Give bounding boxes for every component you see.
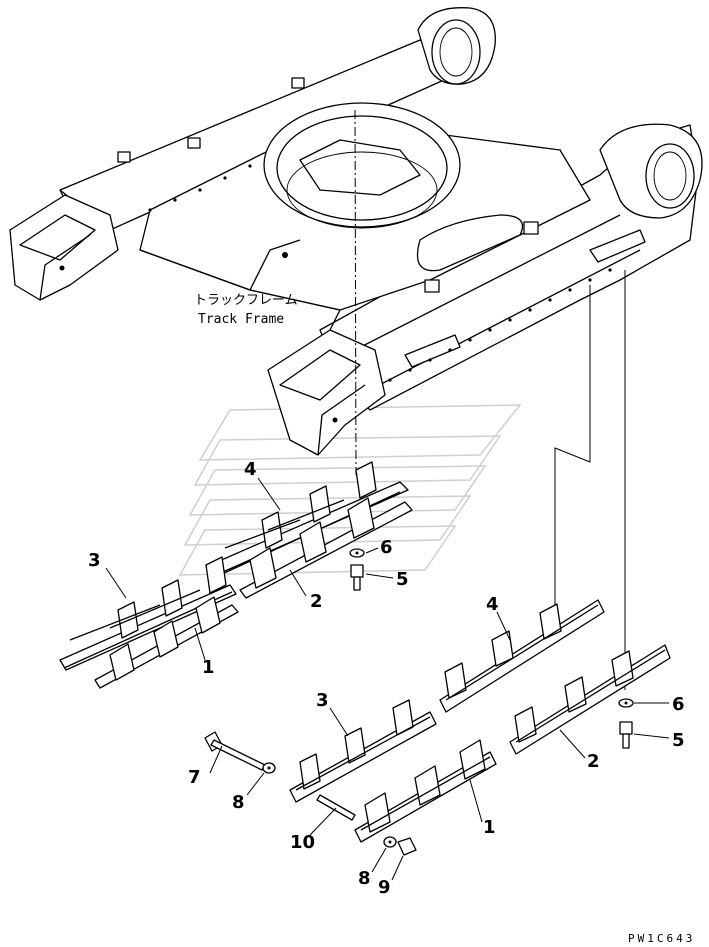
part-4-lower	[439, 599, 605, 713]
callout-3-lower: 3	[316, 690, 329, 711]
callout-leaders	[105, 477, 670, 881]
callout-7: 7	[188, 767, 201, 788]
washer-nut	[383, 836, 417, 856]
callout-3-upper: 3	[88, 550, 101, 571]
long-bolt-7	[204, 731, 276, 774]
upper-guard-assembly	[59, 461, 413, 689]
rod-10	[316, 794, 356, 821]
part-1-lower	[354, 739, 497, 843]
callout-4-lower: 4	[486, 594, 499, 615]
center-line	[354, 109, 357, 476]
callout-5-upper: 5	[396, 569, 409, 590]
lower-bolt-washer	[618, 698, 634, 749]
leader-frame-right	[554, 285, 591, 610]
callout-8-lower: 8	[358, 868, 371, 889]
callout-9: 9	[378, 877, 391, 898]
background-watermark	[178, 404, 522, 576]
part-3-lower	[289, 699, 437, 803]
track-frame	[9, 7, 703, 456]
frame-label-english: Track Frame	[198, 312, 284, 327]
callout-5-lower: 5	[672, 730, 685, 751]
part-2-lower	[509, 644, 671, 755]
callout-2-lower: 2	[587, 751, 600, 772]
callout-10: 10	[290, 832, 315, 853]
callout-4-upper: 4	[244, 459, 257, 480]
callout-2-upper: 2	[310, 591, 323, 612]
drawing-code: PW1C643	[628, 932, 695, 945]
callout-1-upper: 1	[202, 657, 215, 678]
frame-label-japanese: トラックフレーム	[194, 293, 298, 308]
upper-bolt-washer	[349, 548, 365, 591]
callout-6-lower: 6	[672, 694, 685, 715]
callout-6-upper: 6	[380, 537, 393, 558]
callout-1-lower: 1	[483, 817, 496, 838]
callout-8-upper: 8	[232, 792, 245, 813]
